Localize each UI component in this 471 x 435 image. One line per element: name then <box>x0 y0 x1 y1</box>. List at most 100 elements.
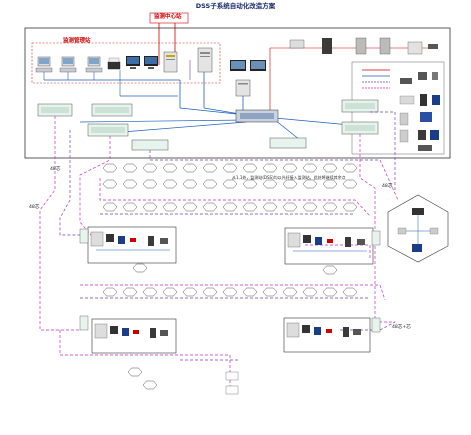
control-center-label: 监测中心站 <box>154 14 182 20</box>
core-switch-icon <box>235 109 279 123</box>
monitor-icon <box>126 56 140 69</box>
control-room-panel <box>24 12 451 159</box>
server-icon <box>163 51 178 73</box>
workstation-icon <box>59 56 77 73</box>
monitoring-node <box>162 287 178 297</box>
monitoring-node <box>282 179 298 189</box>
monitoring-node <box>162 179 178 189</box>
fiber-label-left-outer: 48芯 <box>29 205 40 210</box>
monitoring-node <box>182 202 198 212</box>
monitoring-node <box>182 179 198 189</box>
server-icon <box>379 37 391 55</box>
monitoring-node <box>322 179 338 189</box>
fiber-cabinet-icon <box>371 317 381 333</box>
monitoring-node <box>102 163 118 173</box>
monitoring-node <box>322 163 338 173</box>
lan-backbone <box>43 47 430 141</box>
monitoring-node <box>242 287 258 297</box>
monitoring-node <box>122 179 138 189</box>
storage-icon <box>407 41 423 55</box>
monitoring-node <box>132 263 148 273</box>
monitoring-node <box>142 202 158 212</box>
monitoring-node <box>222 202 238 212</box>
monitoring-node <box>342 202 358 212</box>
monitoring-node <box>202 202 218 212</box>
monitoring-node <box>262 163 278 173</box>
monitoring-node <box>122 163 138 173</box>
monitoring-node <box>302 287 318 297</box>
workstation-icon <box>85 56 103 73</box>
monitoring-node <box>302 163 318 173</box>
monitoring-node <box>302 179 318 189</box>
fiber-switch-icon <box>269 137 307 149</box>
monitoring-node <box>262 179 278 189</box>
monitoring-node <box>127 367 143 377</box>
printer-icon <box>107 57 121 70</box>
monitoring-node <box>342 163 358 173</box>
monitoring-node <box>222 163 238 173</box>
fiber-switch-icon <box>131 139 169 151</box>
monitoring-node <box>142 163 158 173</box>
storage-tank-icon <box>225 371 239 381</box>
server-icon <box>235 79 251 97</box>
monitoring-node <box>242 163 258 173</box>
network-device-icon <box>428 44 438 49</box>
monitoring-node <box>242 179 258 189</box>
monitoring-node <box>262 287 278 297</box>
monitoring-node <box>322 265 338 275</box>
monitoring-node <box>202 179 218 189</box>
storage-tank-icon <box>225 385 239 395</box>
monitoring-node <box>182 163 198 173</box>
monitoring-node <box>342 179 358 189</box>
fiber-switch-icon <box>341 121 379 135</box>
monitoring-node <box>342 287 358 297</box>
monitor-icon <box>144 56 158 69</box>
diagram-title: DSS子系统自动化改造方案 <box>195 2 276 10</box>
fiber-switch-icon <box>37 103 73 117</box>
monitor-icon <box>250 60 266 71</box>
fiber-label-left-inner: 48芯 <box>50 167 61 172</box>
monitoring-node <box>322 202 338 212</box>
monitoring-node <box>222 287 238 297</box>
server-icon <box>322 38 332 54</box>
fiber-cabinet-icon <box>79 228 89 244</box>
monitoring-node <box>282 202 298 212</box>
monitoring-node <box>102 179 118 189</box>
monitoring-node <box>102 287 118 297</box>
monitoring-node <box>222 179 238 189</box>
monitoring-node <box>142 380 158 390</box>
fiber-cabinet-icon <box>79 315 89 331</box>
monitoring-node <box>302 202 318 212</box>
fiber-cabinet-icon <box>371 230 381 246</box>
server-icon <box>355 37 367 55</box>
monitoring-node <box>142 179 158 189</box>
monitoring-node <box>202 163 218 173</box>
field-station-box <box>87 226 177 264</box>
monitoring-node <box>322 287 338 297</box>
monitoring-node-layer <box>102 163 358 390</box>
remote-station-hexagon <box>387 194 449 263</box>
fiber-label-right-upper: 48芯 <box>382 184 393 189</box>
field-station-box <box>284 227 374 265</box>
monitoring-node <box>122 202 138 212</box>
field-station-box <box>283 317 371 353</box>
monitoring-node <box>142 287 158 297</box>
workstation-icon <box>35 56 53 73</box>
field-station-box <box>91 318 177 354</box>
monitoring-node <box>282 287 298 297</box>
router-icon <box>289 39 305 49</box>
management-station-label: 监测管理站 <box>63 38 91 44</box>
monitoring-node <box>122 287 138 297</box>
monitoring-node <box>282 163 298 173</box>
node-note: 从1,1处，监测站(DSS)均以光纤接入监测站，此处将继续其余点 <box>232 175 346 180</box>
server-icon <box>197 47 213 73</box>
monitoring-node <box>182 287 198 297</box>
monitoring-node <box>162 202 178 212</box>
fiber-switch-icon <box>87 123 129 137</box>
fiber-switch-icon <box>91 103 133 117</box>
monitoring-node <box>162 163 178 173</box>
monitoring-node <box>262 202 278 212</box>
monitoring-node <box>242 202 258 212</box>
